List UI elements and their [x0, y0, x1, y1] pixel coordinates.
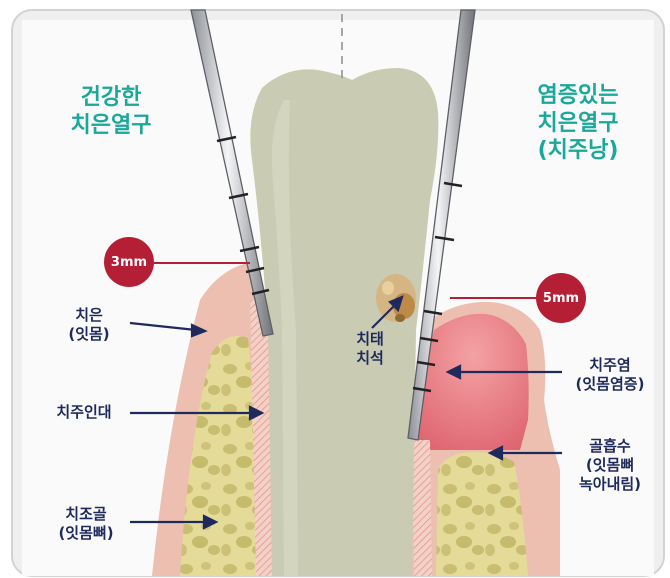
label-bone-line2: (잇몸뼈)	[40, 524, 132, 543]
inflamed-title-line2: 치은열구	[508, 110, 648, 138]
label-calculus-line1: 치태	[340, 330, 400, 349]
label-gingiva-line2: (잇몸)	[46, 325, 132, 344]
inflamed-gum-core	[418, 314, 529, 450]
label-periodontitis: 치주염 (잇몸염증)	[560, 356, 660, 394]
healthy-title-line1: 건강한	[46, 84, 176, 112]
inflamed-sulcus-title: 염증있는 치은열구 (치주낭)	[508, 82, 648, 165]
label-bone-loss-line3: 녹아내림)	[560, 475, 660, 494]
label-alveolar-bone: 치조골 (잇몸뼈)	[40, 505, 132, 543]
inflamed-title-line3: (치주낭)	[508, 137, 648, 165]
label-bone-line1: 치조골	[40, 505, 132, 524]
label-ligament: 치주인대	[36, 403, 132, 422]
label-gingiva-line1: 치은	[46, 306, 132, 325]
right-ligament	[412, 440, 432, 576]
label-calculus-line2: 치석	[340, 349, 400, 368]
label-bone-loss: 골흡수 (잇몸뼈 녹아내림)	[560, 437, 660, 493]
measure-5mm-badge: 5mm	[536, 273, 586, 323]
measure-3mm-badge: 3mm	[104, 237, 154, 287]
label-bone-loss-line2: (잇몸뼈	[560, 456, 660, 475]
healthy-title-line2: 치은열구	[46, 112, 176, 140]
label-bone-loss-line1: 골흡수	[560, 437, 660, 456]
right-alveolar-bone	[436, 452, 528, 576]
inflamed-title-line1: 염증있는	[508, 82, 648, 110]
label-periodontitis-line2: (잇몸염증)	[560, 375, 660, 394]
healthy-sulcus-title: 건강한 치은열구	[46, 84, 176, 139]
label-gingiva: 치은 (잇몸)	[46, 306, 132, 344]
label-calculus: 치태 치석	[340, 330, 400, 368]
label-ligament-text: 치주인대	[36, 403, 132, 422]
label-periodontitis-line1: 치주염	[560, 356, 660, 375]
calculus-deposit	[376, 274, 416, 322]
